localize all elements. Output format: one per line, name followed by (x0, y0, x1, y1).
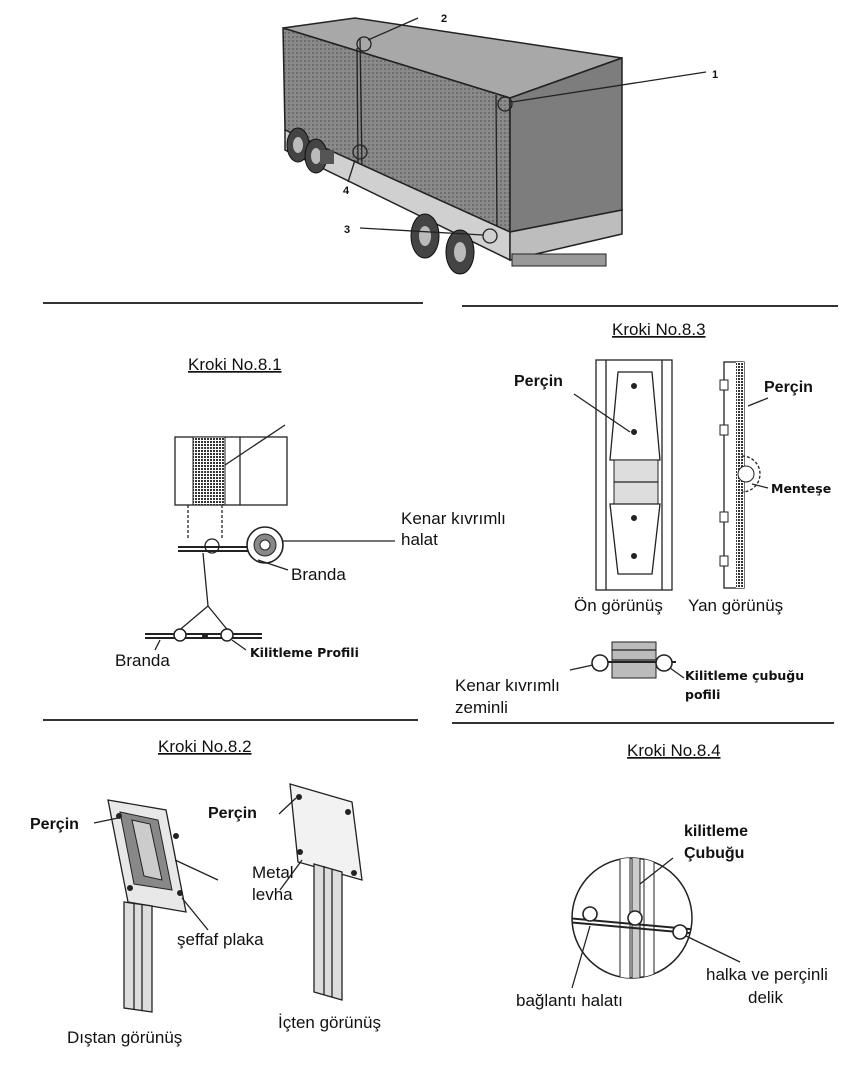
label-outer-view: Dıştan görünüş (67, 1028, 182, 1047)
kroki-8-3-panel: Kroki No.8.3 Perçin Ön görünüş Perçin Me… (455, 320, 831, 717)
label-ring-line2: delik (748, 988, 783, 1007)
kroki-8-1-title: Kroki No.8.1 (188, 355, 282, 374)
label-floor-line2: zeminli (455, 698, 508, 717)
wheel-group-front (286, 127, 328, 174)
kroki-8-2-title: Kroki No.8.2 (158, 737, 252, 756)
label-rivet-side: Perçin (764, 379, 813, 396)
label-lockbar-profile-line2: pofili (685, 687, 720, 702)
kroki-8-4-title: Kroki No.8.4 (627, 741, 721, 760)
label-rivet-front: Perçin (514, 373, 563, 390)
label-side-view: Yan görünüş (688, 596, 783, 615)
label-rope-line1: Kenar kıvrımlı (401, 509, 506, 528)
callout-4: 4 (343, 185, 350, 197)
label-locking-profile: Kilitleme Profili (250, 645, 359, 660)
label-branda-lower: Branda (115, 651, 170, 670)
wheel-group-rear (410, 213, 475, 275)
trailer-illustration: 2 1 4 3 (282, 13, 718, 275)
kroki-8-4-panel: Kroki No.8.4 kilitleme Çubuğu halka ve p… (516, 741, 828, 1010)
label-rope-line2: halat (401, 530, 438, 549)
callout-1: 1 (712, 69, 718, 81)
label-metal-line2: levha (252, 885, 293, 904)
label-rivet-inner: Perçin (208, 805, 257, 822)
kroki-8-2-panel: Kroki No.8.2 Perçin Dıştan görünüş şeffa… (30, 737, 381, 1047)
label-rivet-outer: Perçin (30, 816, 79, 833)
label-connection-rope: bağlantı halatı (516, 991, 623, 1010)
label-inner-view: İçten görünüş (278, 1013, 381, 1032)
label-ring-line1: halka ve perçinli (706, 965, 828, 984)
label-branda-upper: Branda (291, 565, 346, 584)
label-metal-line1: Metal (252, 863, 294, 882)
kroki-8-3-title: Kroki No.8.3 (612, 320, 706, 339)
callout-2: 2 (441, 13, 447, 25)
label-lockbar-line2: Çubuğu (684, 845, 744, 862)
label-lockbar-profile-line1: Kilitleme çubuğu (685, 668, 804, 683)
label-hinge: Menteşe (771, 481, 831, 496)
label-clear-plate: şeffaf plaka (177, 930, 264, 949)
kroki-8-1-panel: Kroki No.8.1 Kenar kıvrımlı halat Branda… (115, 355, 506, 670)
callout-3: 3 (344, 224, 350, 236)
label-floor-line1: Kenar kıvrımlı (455, 676, 560, 695)
label-lockbar-line1: kilitleme (684, 823, 748, 840)
label-front-view: Ön görünüş (574, 596, 663, 615)
